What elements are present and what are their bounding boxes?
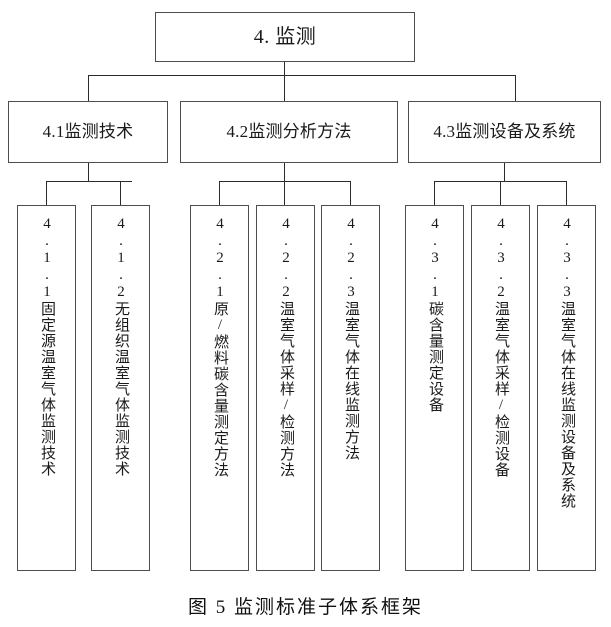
- node-leaf-1-1[interactable]: 4.1.1固定源温室气体监测技术: [17, 205, 76, 571]
- connector-branch-1-bus: [46, 181, 132, 183]
- node-leaf-1-2[interactable]: 4.1.2无组织温室气体监测技术: [91, 205, 150, 571]
- node-leaf-3-2[interactable]: 4.3.2温室气体采样/检测设备: [471, 205, 530, 571]
- connector-drop-branch-1: [88, 75, 90, 102]
- node-branch-1-label: 4.1监测技术: [42, 121, 134, 141]
- connector-drop-leaf-2-1: [219, 181, 221, 206]
- node-leaf-2-2[interactable]: 4.2.2温室气体采样/检测方法: [256, 205, 315, 571]
- connector-drop-leaf-1-1: [46, 181, 48, 206]
- connector-root-bus: [88, 75, 516, 77]
- node-root[interactable]: 4. 监测: [155, 12, 415, 62]
- connector-branch-1-stem: [88, 163, 90, 182]
- node-branch-3[interactable]: 4.3监测设备及系统: [408, 101, 601, 163]
- connector-drop-leaf-2-2: [284, 181, 286, 206]
- node-leaf-2-3[interactable]: 4.2.3温室气体在线监测方法: [321, 205, 380, 571]
- connector-drop-leaf-2-3: [350, 181, 352, 206]
- node-branch-2[interactable]: 4.2监测分析方法: [180, 101, 398, 163]
- connector-drop-branch-2: [284, 75, 286, 102]
- node-leaf-1-1-label: 4.1.1固定源温室气体监测技术: [39, 216, 55, 477]
- node-leaf-3-3-label: 4.3.3温室气体在线监测设备及系统: [559, 216, 575, 509]
- node-leaf-3-1-label: 4.3.1碳含量测定设备: [427, 216, 443, 413]
- connector-drop-branch-3: [515, 75, 517, 102]
- connector-branch-3-stem: [504, 163, 506, 182]
- node-root-label: 4. 监测: [253, 25, 317, 48]
- node-leaf-2-1-label: 4.2.1原/燃料碳含量测定方法: [212, 216, 228, 478]
- connector-drop-leaf-3-2: [500, 181, 502, 206]
- connector-drop-leaf-1-2: [120, 181, 122, 206]
- figure-caption: 图 5 监测标准子体系框架: [187, 597, 423, 618]
- node-leaf-3-3[interactable]: 4.3.3温室气体在线监测设备及系统: [537, 205, 596, 571]
- node-branch-2-label: 4.2监测分析方法: [226, 121, 352, 141]
- connector-drop-leaf-3-1: [434, 181, 436, 206]
- node-branch-3-label: 4.3监测设备及系统: [433, 121, 576, 141]
- connector-branch-2-stem: [284, 163, 286, 182]
- node-leaf-3-1[interactable]: 4.3.1碳含量测定设备: [405, 205, 464, 571]
- node-leaf-2-2-label: 4.2.2温室气体采样/检测方法: [278, 216, 294, 478]
- node-leaf-2-3-label: 4.2.3温室气体在线监测方法: [343, 216, 359, 461]
- connector-drop-leaf-3-3: [566, 181, 568, 206]
- connector-root-stem: [284, 62, 286, 76]
- node-leaf-3-2-label: 4.3.2温室气体采样/检测设备: [493, 216, 509, 478]
- node-branch-1[interactable]: 4.1监测技术: [8, 101, 168, 163]
- node-leaf-2-1[interactable]: 4.2.1原/燃料碳含量测定方法: [190, 205, 249, 571]
- node-leaf-1-2-label: 4.1.2无组织温室气体监测技术: [113, 216, 129, 477]
